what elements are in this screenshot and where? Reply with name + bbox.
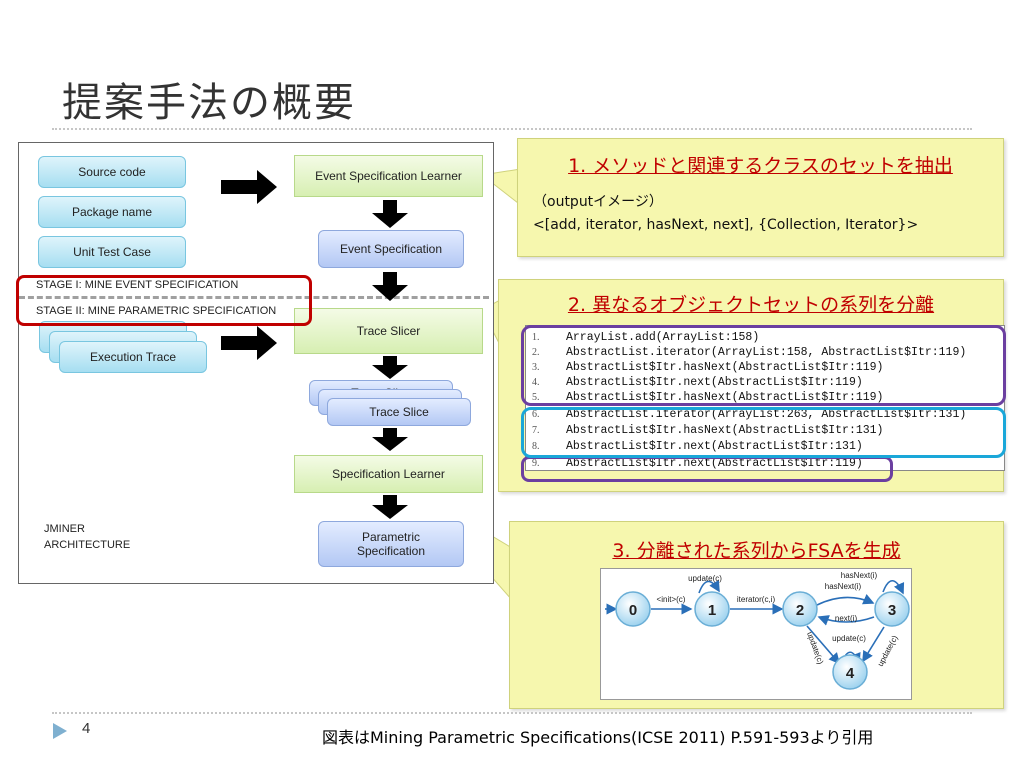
event-spec-box: Event Specification bbox=[318, 230, 464, 268]
code-line-number: 9. bbox=[532, 458, 540, 469]
trace-code-box: 1. ArrayList.add(ArrayList:158) 2. Abstrac… bbox=[525, 325, 1005, 471]
fsa-state-2-label: 2 bbox=[796, 602, 804, 619]
title-divider bbox=[52, 128, 972, 130]
code-line-number: 2. bbox=[532, 347, 540, 358]
code-line-number: 3. bbox=[532, 362, 540, 373]
execution-trace-box: Execution Trace bbox=[59, 341, 207, 373]
group-131-outline bbox=[521, 407, 1006, 458]
spec-learner-box: Specification Learner bbox=[294, 455, 483, 493]
footer-divider bbox=[52, 712, 972, 714]
fsa-state-4-label: 4 bbox=[846, 665, 855, 682]
callout-1: 1. メソッドと関連するクラスのセットを抽出 （outputイメージ） <[ad… bbox=[517, 138, 1004, 257]
code-line-text: AbstractList$Itr.hasNext(AbstractList$It… bbox=[566, 391, 884, 404]
fsa-state-0 bbox=[615, 591, 651, 627]
architecture-caption: JMINER ARCHITECTURE bbox=[44, 521, 130, 553]
architecture-diagram: Source code Package name Unit Test Case … bbox=[18, 142, 494, 584]
arrow-down-icon bbox=[372, 272, 408, 301]
trace-slicer-box: Trace Slicer bbox=[294, 308, 483, 354]
edge-label-update-right: update(c) bbox=[876, 634, 900, 668]
param-spec-box: Parametric Specification bbox=[318, 521, 464, 567]
arrow-right-icon bbox=[221, 170, 277, 204]
code-line: 5. AbstractList$Itr.hasNext(AbstractList$… bbox=[526, 391, 883, 404]
code-line-text: AbstractList.iterator(ArrayList:158, Abs… bbox=[566, 346, 967, 359]
code-line-number: 6. bbox=[532, 409, 540, 420]
callout1-line2: <[add, iterator, hasNext, next], {Collec… bbox=[533, 217, 919, 233]
play-triangle-icon bbox=[53, 723, 67, 739]
code-line-text: AbstractList$Itr.next(AbstractList$Itr:1… bbox=[566, 457, 863, 470]
edge-label-hasnext-mid: hasNext(i) bbox=[825, 582, 862, 591]
code-line-number: 7. bbox=[532, 425, 540, 436]
code-line-text: ArrayList.add(ArrayList:158) bbox=[566, 331, 760, 344]
group-119-outline bbox=[521, 325, 1006, 406]
fsa-state-3-label: 3 bbox=[888, 602, 896, 619]
arrow-down-icon bbox=[372, 200, 408, 228]
page-number: 4 bbox=[82, 720, 91, 737]
code-line-text: AbstractList.iterator(ArrayList:263, Abs… bbox=[566, 408, 967, 421]
edge-label-update-self: update(c) bbox=[688, 574, 722, 583]
caption-line1: JMINER bbox=[44, 523, 85, 535]
callout1-line1: （outputイメージ） bbox=[533, 194, 663, 210]
trace-slice-box: Trace Slice bbox=[327, 398, 471, 426]
fsa-diagram: 0 1 2 3 4 <init>(c) update(c) iterator(c… bbox=[600, 568, 912, 700]
code-line-number: 4. bbox=[532, 377, 540, 388]
fsa-svg: 0 1 2 3 4 <init>(c) update(c) iterator(c… bbox=[605, 571, 910, 690]
callout2-heading: 2. 異なるオブジェクトセットの系列を分離 bbox=[567, 294, 935, 316]
code-line: 1. ArrayList.add(ArrayList:158) bbox=[526, 331, 759, 344]
edge-label-init: <init>(c) bbox=[657, 595, 686, 604]
arrow-right-icon bbox=[221, 326, 277, 360]
code-line-number: 1. bbox=[532, 332, 540, 343]
unit-test-case-box: Unit Test Case bbox=[38, 236, 186, 268]
source-code-box: Source code bbox=[38, 156, 186, 188]
arrow-down-icon bbox=[372, 428, 408, 451]
fsa-state-0-label: 0 bbox=[629, 602, 637, 619]
code-line-number: 5. bbox=[532, 392, 540, 403]
edge-label-next: next(i) bbox=[835, 614, 858, 623]
stage-divider bbox=[19, 296, 489, 299]
code-line: 4. AbstractList$Itr.next(AbstractList$Itr… bbox=[526, 376, 863, 389]
callout1-heading: 1. メソッドと関連するクラスのセットを抽出 bbox=[568, 155, 953, 177]
caption-line2: ARCHITECTURE bbox=[44, 539, 131, 551]
arrow-down-icon bbox=[372, 356, 408, 379]
fsa-state-1 bbox=[694, 591, 730, 627]
code-line-text: AbstractList$Itr.hasNext(AbstractList$It… bbox=[566, 424, 884, 437]
fsa-state-1-label: 1 bbox=[708, 602, 716, 619]
group-119-tail-outline bbox=[521, 456, 893, 482]
code-line-text: AbstractList$Itr.next(AbstractList$Itr:1… bbox=[566, 376, 863, 389]
arrow-down-icon bbox=[372, 495, 408, 519]
stage1-label: STAGE I: MINE EVENT SPECIFICATION bbox=[36, 279, 239, 291]
callout3-heading: 3. 分離された系列からFSAを生成 bbox=[612, 540, 901, 562]
edge-label-hasnext-top: hasNext(i) bbox=[841, 571, 878, 580]
fsa-state-4 bbox=[832, 654, 868, 690]
slide-title: 提案手法の概要 bbox=[62, 80, 356, 126]
edge-label-iterator: iterator(c,i) bbox=[737, 595, 776, 604]
edge-label-update-loop4: update(c) bbox=[832, 634, 866, 643]
code-line: 8. AbstractList$Itr.next(AbstractList$Itr… bbox=[526, 440, 863, 453]
code-line-number: 8. bbox=[532, 441, 540, 452]
stage2-label: STAGE II: MINE PARAMETRIC SPECIFICATION bbox=[36, 305, 277, 317]
code-line: 3. AbstractList$Itr.hasNext(AbstractList$… bbox=[526, 361, 883, 374]
package-name-box: Package name bbox=[38, 196, 186, 228]
fsa-state-2 bbox=[782, 591, 818, 627]
code-line: 7. AbstractList$Itr.hasNext(AbstractList$… bbox=[526, 424, 883, 437]
fsa-state-3 bbox=[874, 591, 910, 627]
stage-highlight-box bbox=[16, 275, 312, 326]
code-line-text: AbstractList$Itr.next(AbstractList$Itr:1… bbox=[566, 440, 863, 453]
event-spec-learner-box: Event Specification Learner bbox=[294, 155, 483, 197]
code-line: 6. AbstractList.iterator(ArrayList:263, A… bbox=[526, 408, 966, 421]
citation: 図表はMining Parametric Specifications(ICSE… bbox=[322, 728, 874, 747]
code-line: 9. AbstractList$Itr.next(AbstractList$Itr… bbox=[526, 457, 863, 470]
edge-label-update-left: update(c) bbox=[805, 631, 825, 666]
code-line: 2. AbstractList.iterator(ArrayList:158, A… bbox=[526, 346, 966, 359]
code-line-text: AbstractList$Itr.hasNext(AbstractList$It… bbox=[566, 361, 884, 374]
diagram-arrows bbox=[221, 170, 408, 519]
